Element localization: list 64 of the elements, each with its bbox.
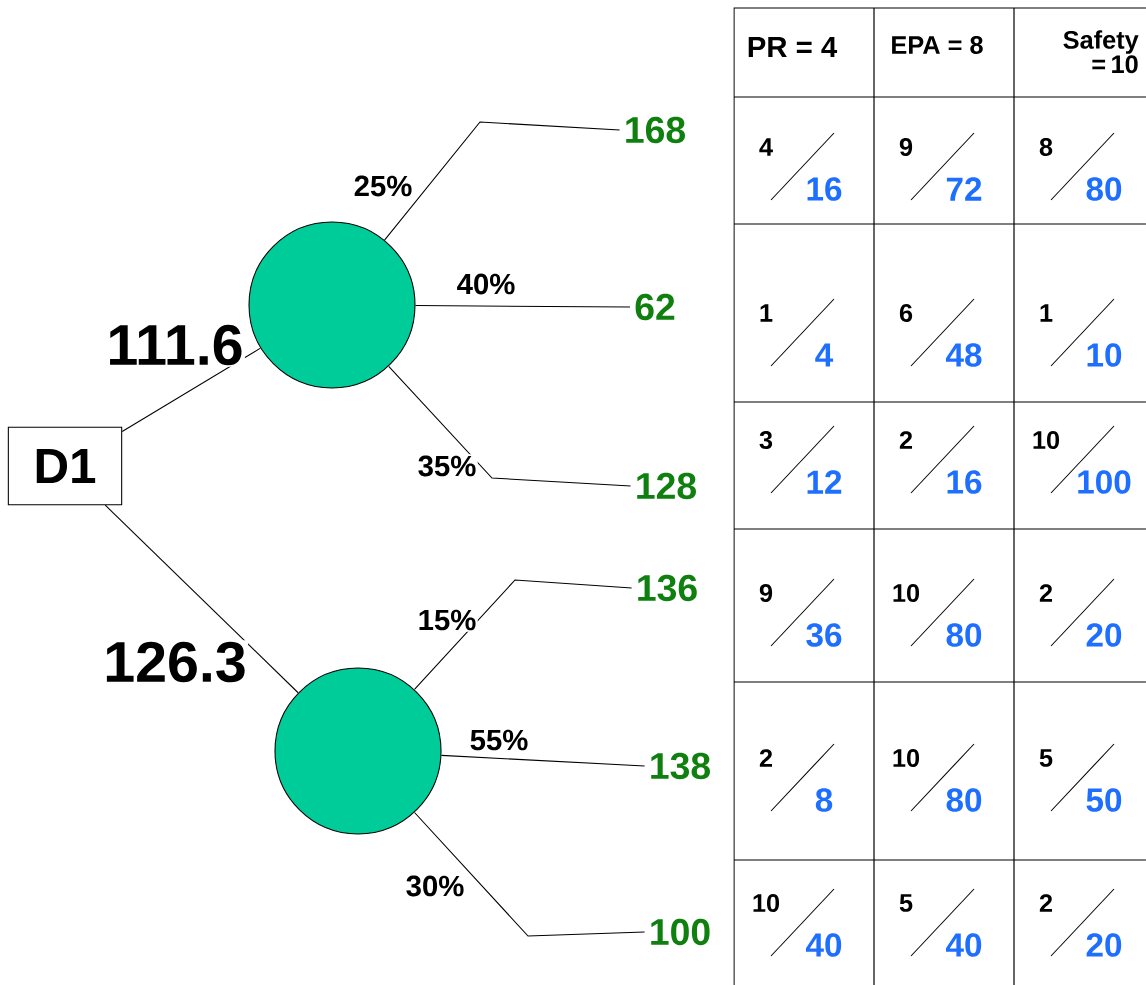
weight-value: 10 [893,584,920,602]
score-value: 40 [945,933,982,957]
score-value: 80 [946,623,982,647]
weight-value: 9 [759,584,773,602]
weight-value: 2 [759,749,773,767]
score-value: 4 [815,343,834,367]
edge-label: 35% [416,454,478,478]
chance-circle [274,667,442,835]
weight-value: 2 [899,431,913,449]
weight-value: 8 [1039,138,1053,156]
weight-value: 2 [1039,584,1053,602]
outcome-value: 168 [626,116,685,144]
edge-label: 15% [416,608,478,632]
outcome-value: 138 [651,752,710,780]
edge-label: 111.6 [105,323,245,367]
score-value: 40 [805,933,842,957]
score-value: 36 [806,623,842,647]
branch-line [121,347,261,433]
edge-label: 25% [352,174,414,198]
weight-value: 9 [899,138,913,156]
weight-value: 3 [759,431,773,449]
branch-line [413,579,633,690]
weight-value: 10 [893,749,920,767]
edge-label: 55% [468,728,530,752]
branch-line [104,504,299,694]
edge-label: 126.3 [101,640,249,684]
edge-label: 40% [455,272,517,296]
score-value: 8 [815,788,833,812]
score-value: 10 [1087,343,1122,367]
weight-value: 5 [1039,749,1053,767]
score-value: 16 [807,177,842,201]
weight-value: 2 [1039,894,1053,912]
outcome-value: 128 [637,472,696,500]
outcome-value: 62 [635,293,675,321]
score-value: 80 [946,788,982,812]
decision-box: D1 [7,426,123,506]
branch-line [415,305,631,308]
score-value: 16 [947,470,982,494]
edge-label: 30% [404,874,466,898]
chance-circle [248,221,416,389]
score-value: 72 [946,177,982,201]
weight-value: 10 [753,894,780,912]
weight-value: 4 [759,138,773,156]
branch-line [384,121,621,241]
branch-line [414,811,646,937]
score-value: 12 [807,470,842,494]
outcome-value: 100 [651,918,710,946]
weight-value: 1 [1040,304,1053,322]
column-header: Safety = 10 [1063,30,1139,74]
score-value: 20 [1086,933,1122,957]
score-value: 50 [1086,788,1122,812]
score-value: 20 [1086,623,1122,647]
score-value: 100 [1078,470,1131,494]
score-value: 48 [945,343,982,367]
column-header: PR = 4 [748,36,838,58]
branch-line [388,365,632,487]
weight-value: 6 [899,304,913,322]
weight-value: 10 [1033,431,1060,449]
column-header: EPA = 8 [892,36,983,54]
weight-value: 1 [760,304,773,322]
branch-line [440,754,646,767]
score-value: 80 [1086,177,1122,201]
weight-value: 5 [899,894,913,912]
outcome-value: 136 [638,574,697,602]
